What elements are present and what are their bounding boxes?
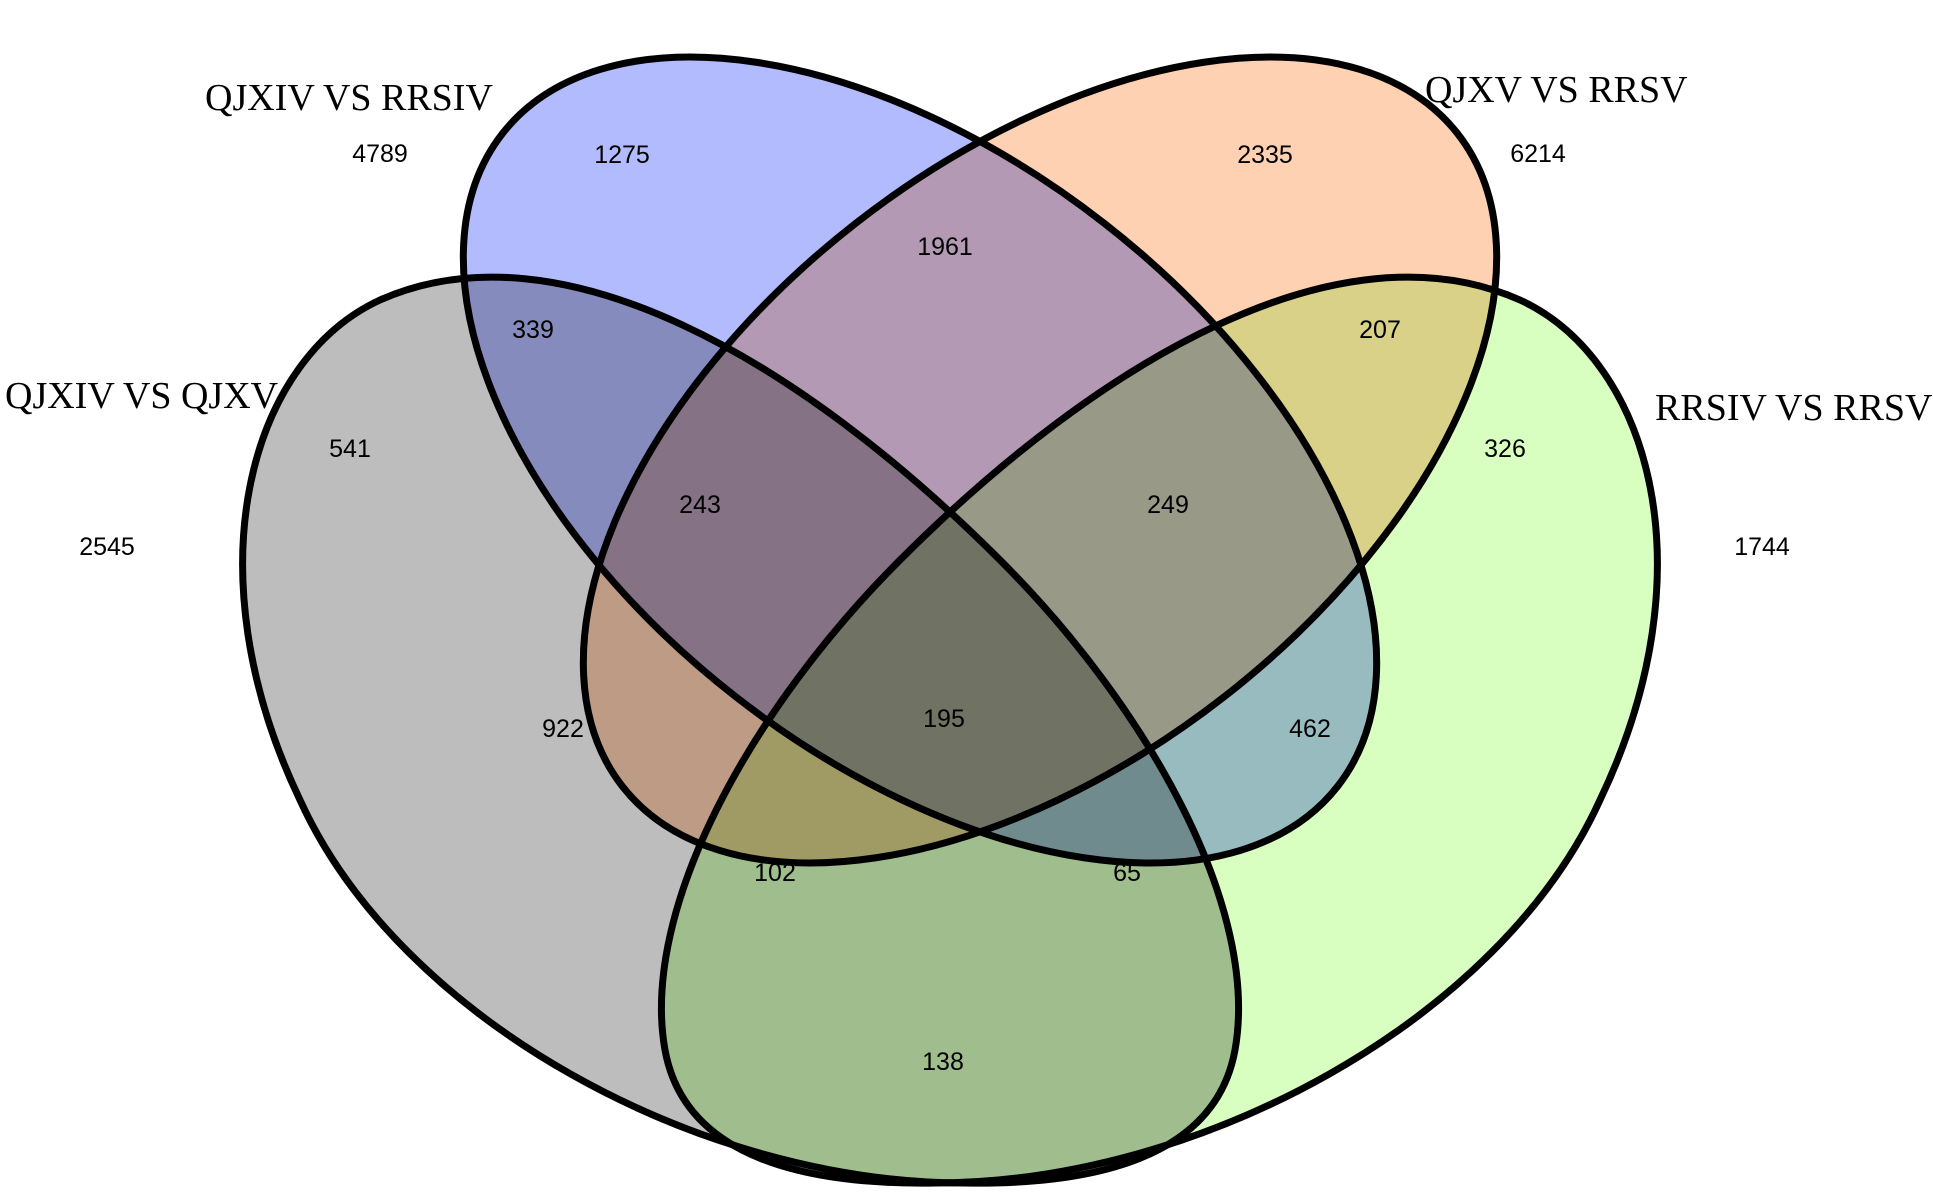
region-count-only-qjxv-rrsv: 2335 [1237, 141, 1293, 169]
region-count-only-qjxiv-qjxv: 541 [329, 435, 371, 463]
set-title-qjxv-rrsv: QJXV VS RRSV [1425, 69, 1688, 111]
region-count-three-without-qjxiv-rrsiv: 102 [754, 859, 796, 887]
region-count-three-without-rrsiv-rrsv: 243 [679, 491, 721, 519]
region-count-qjxv-rrsv-and-rrsiv-rrsv: 207 [1359, 316, 1401, 344]
region-count-qjxiv-qjxv-and-qjxv-rrsv: 922 [542, 715, 584, 743]
set-title-qjxiv-rrsiv: QJXIV VS RRSIV [205, 77, 493, 119]
set-shapes [239, 53, 1661, 1187]
region-count-qjxiv-qjxv-and-rrsiv-rrsv: 138 [922, 1048, 964, 1076]
set-title-rrsiv-rrsv: RRSIV VS RRSV [1655, 387, 1933, 429]
region-count-all-four: 195 [923, 705, 965, 733]
set-total-qjxv-rrsv: 6214 [1510, 140, 1566, 168]
set-total-rrsiv-rrsv: 1744 [1734, 533, 1790, 561]
region-count-three-without-qjxiv-qjxv: 249 [1147, 491, 1189, 519]
set-total-qjxiv-rrsiv: 4789 [352, 140, 408, 168]
region-counts: 1275 2335 541 326 1961 339 207 243 249 9… [329, 141, 1526, 1076]
region-count-three-without-qjxv-rrsv: 65 [1113, 859, 1141, 887]
region-count-qjxiv-rrsiv-and-qjxiv-qjxv: 339 [512, 316, 554, 344]
region-count-qjxiv-rrsiv-and-qjxv-rrsv: 1961 [917, 233, 973, 261]
region-count-only-qjxiv-rrsiv: 1275 [594, 141, 650, 169]
set-total-qjxiv-qjxv: 2545 [79, 533, 135, 561]
set-shape-qjxv-rrsv [579, 53, 1501, 867]
region-count-qjxiv-rrsiv-and-rrsiv-rrsv: 462 [1289, 715, 1331, 743]
region-count-only-rrsiv-rrsv: 326 [1484, 435, 1526, 463]
set-labels: QJXIV VS RRSIV 4789 QJXV VS RRSV 6214 QJ… [5, 69, 1933, 561]
set-title-qjxiv-qjxv: QJXIV VS QJXV [5, 375, 279, 417]
